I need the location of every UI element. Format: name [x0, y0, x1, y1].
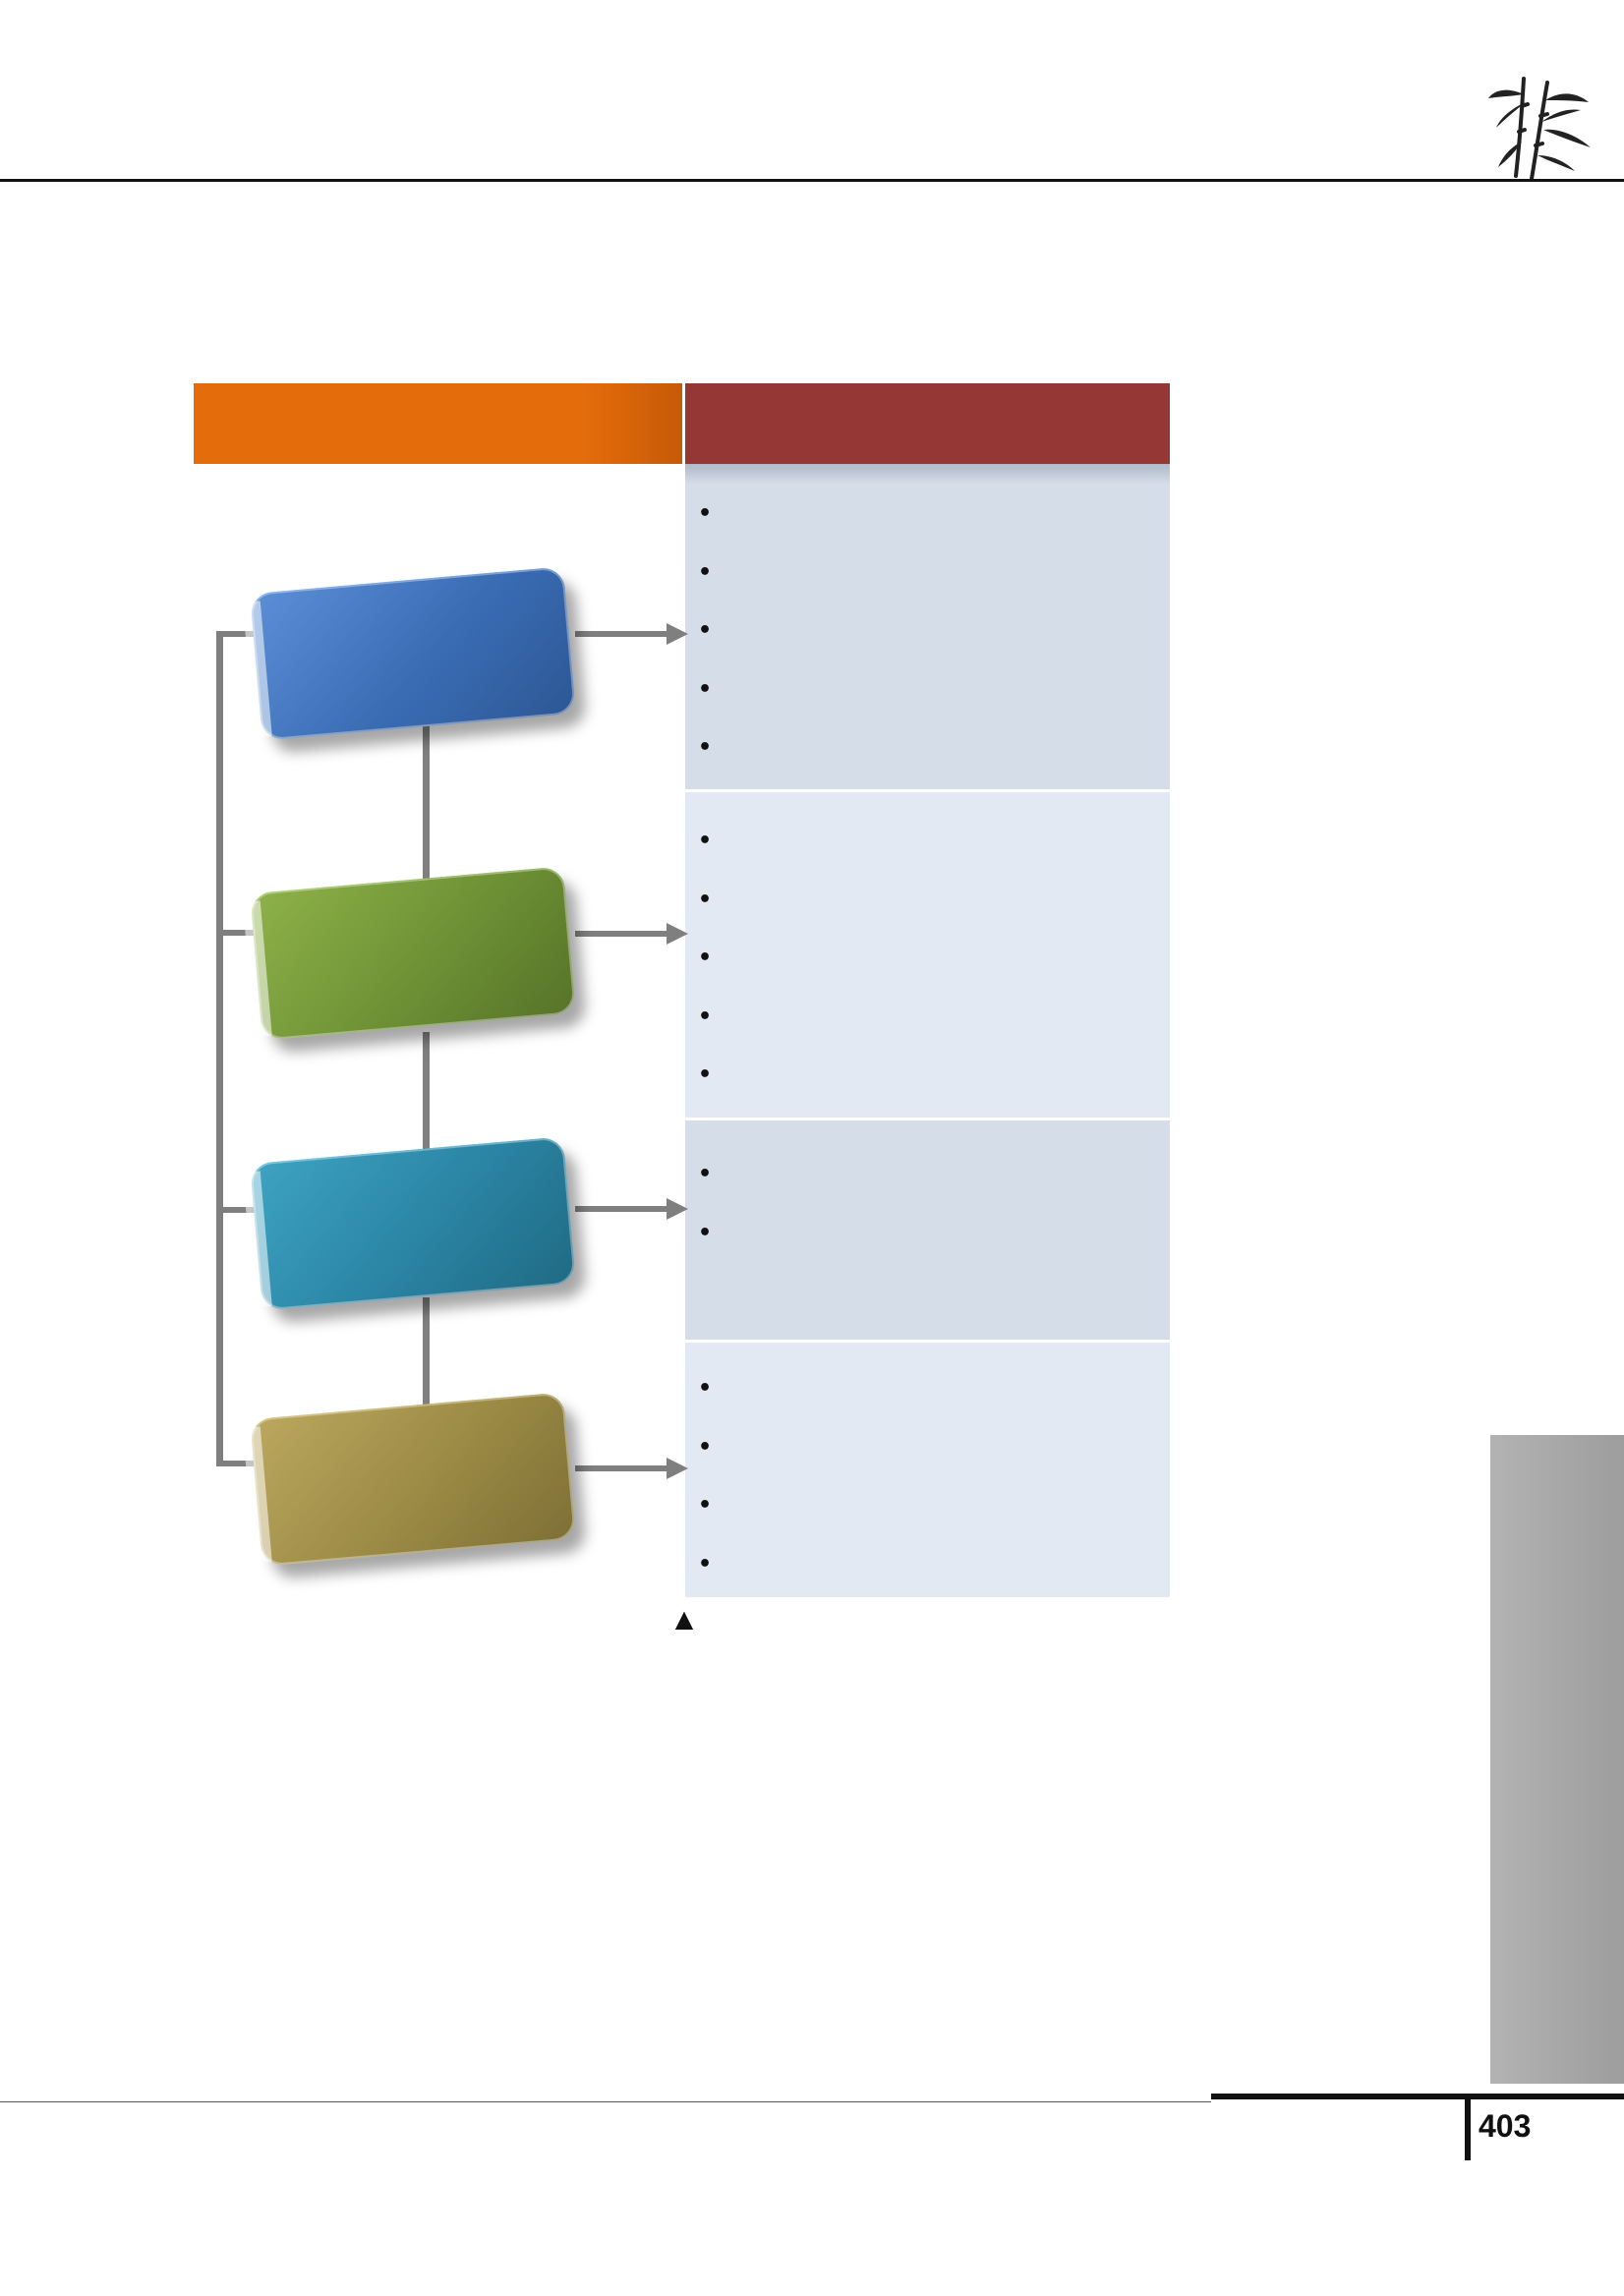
criteria-item: • — [698, 1062, 713, 1087]
zone-box-spot — [250, 866, 576, 1041]
criteria-item: • — [698, 829, 713, 853]
criteria-item: • — [698, 1162, 713, 1186]
connector-left-vertical — [216, 631, 223, 1466]
criteria-item: • — [698, 1221, 713, 1245]
criteria-item: • — [698, 501, 713, 526]
criteria-item: • — [698, 888, 713, 912]
arrow-right-icon — [575, 1198, 688, 1220]
connector-tick — [216, 1207, 265, 1213]
arrow-right-icon — [575, 623, 688, 645]
triangle-up-icon: ▲ — [674, 1605, 694, 1633]
connector-center-vertical — [423, 1297, 430, 1415]
criteria-item: • — [698, 1004, 713, 1029]
side-tab — [1490, 1435, 1624, 2084]
criteria-item: • — [698, 735, 713, 760]
footer-rule — [0, 2101, 1211, 2102]
criteria-item — [698, 1272, 1160, 1311]
header-shadow — [685, 464, 1170, 484]
bamboo-icon — [1488, 77, 1591, 181]
zoning-criteria-header — [685, 383, 1170, 464]
criteria-item: • — [698, 1493, 713, 1518]
criteria-item: • — [698, 560, 713, 585]
zone-box-point — [250, 1136, 576, 1311]
header-rule — [0, 179, 1624, 182]
footer-divider — [1465, 2099, 1471, 2160]
connector-tick — [216, 930, 265, 936]
criteria-panel-1 — [685, 467, 1170, 789]
criteria-item: • — [698, 1552, 713, 1577]
zone-box-conservation — [250, 566, 576, 741]
criteria-panel-3 — [685, 1120, 1170, 1340]
connector-center-vertical — [423, 1032, 430, 1150]
criteria-item: • — [698, 946, 713, 970]
page-number: 403 — [1479, 2108, 1532, 2144]
criteria-item: • — [698, 1376, 713, 1401]
criteria-panel-4 — [685, 1343, 1170, 1597]
zone-box-corridor — [250, 1392, 576, 1567]
arrow-right-icon — [575, 923, 688, 945]
connector-center-vertical — [423, 722, 430, 880]
criteria-item: • — [698, 1435, 713, 1460]
criteria-item: • — [698, 677, 713, 702]
zoning-header — [194, 383, 682, 464]
footer-rule-thick — [1211, 2094, 1624, 2099]
criteria-panel-2 — [685, 792, 1170, 1118]
figure-caption: ▲ — [0, 1602, 1368, 1636]
connector-tick — [216, 631, 265, 637]
criteria-item: • — [698, 618, 713, 643]
connector-tick — [216, 1461, 265, 1466]
side-tab-label — [1534, 1519, 1569, 2069]
arrow-right-icon — [575, 1458, 688, 1479]
